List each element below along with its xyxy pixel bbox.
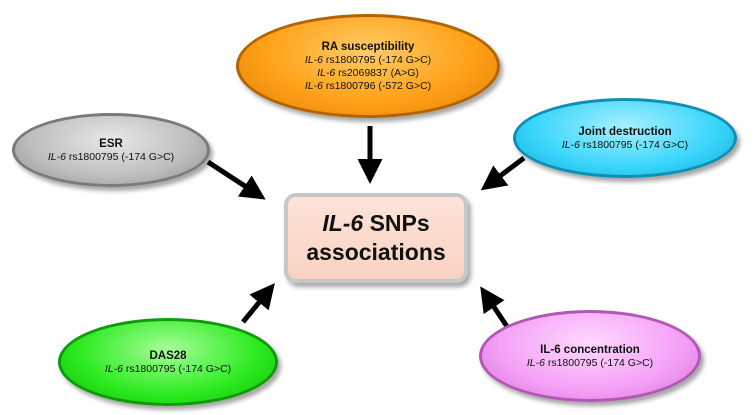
arrow-das [241, 283, 275, 324]
node-joint-item-1: IL-6 rs1800795 (-174 G>C) [562, 139, 688, 152]
node-ra-title: RA susceptibility [321, 40, 415, 53]
gene-name: IL-6 [526, 356, 545, 369]
center-title-line-1: IL-6 SNPs [322, 209, 429, 238]
gene-name: IL-6 [47, 150, 66, 163]
snp-text: rs1800795 (-174 G>C) [122, 362, 232, 375]
center-gene-name: IL-6 [322, 210, 364, 236]
arrow-esr [206, 159, 266, 200]
gene-name: IL-6 [304, 79, 323, 92]
snp-text: rs2069837 (A>G) [335, 66, 419, 79]
node-das-title: DAS28 [149, 349, 187, 362]
node-joint-destruction: Joint destruction IL-6 rs1800795 (-174 G… [513, 98, 737, 178]
center-title-line-2: associations [306, 239, 446, 265]
node-joint-title: Joint destruction [578, 125, 672, 138]
center-box-il6-snps-associations: IL-6 SNPs associations [284, 193, 468, 283]
node-ra-item-1: IL-6 rs1800795 (-174 G>C) [305, 54, 431, 67]
node-il6c-item-1: IL-6 rs1800795 (-174 G>C) [527, 357, 653, 370]
snp-text: rs1800795 (-174 G>C) [65, 150, 175, 163]
node-ra-item-2: IL-6 rs2069837 (A>G) [317, 67, 419, 80]
snp-text: rs1800796 (-572 G>C) [322, 79, 432, 92]
node-esr: ESR IL-6 rs1800795 (-174 G>C) [12, 113, 210, 187]
arrow-joint [480, 156, 526, 191]
gene-name: IL-6 [317, 66, 336, 79]
gene-name: IL-6 [561, 138, 580, 151]
arrow-il6c [480, 286, 511, 330]
node-il6-concentration: IL-6 concentration IL-6 rs1800795 (-174 … [479, 310, 701, 402]
snp-text: rs1800795 (-174 G>C) [544, 356, 654, 369]
node-ra-susceptibility: RA susceptibility IL-6 rs1800795 (-174 G… [236, 14, 500, 118]
node-esr-item-1: IL-6 rs1800795 (-174 G>C) [48, 151, 174, 164]
node-ra-item-3: IL-6 rs1800796 (-572 G>C) [305, 80, 431, 93]
center-snps-text: SNPs [363, 210, 430, 236]
snp-text: rs1800795 (-174 G>C) [579, 138, 689, 151]
node-il6c-title: IL-6 concentration [540, 343, 640, 356]
node-das28: DAS28 IL-6 rs1800795 (-174 G>C) [58, 318, 278, 406]
snp-text: rs1800795 (-174 G>C) [322, 53, 432, 66]
node-das-item-1: IL-6 rs1800795 (-174 G>C) [105, 363, 231, 376]
node-esr-title: ESR [99, 137, 123, 150]
gene-name: IL-6 [104, 362, 123, 375]
gene-name: IL-6 [304, 53, 323, 66]
